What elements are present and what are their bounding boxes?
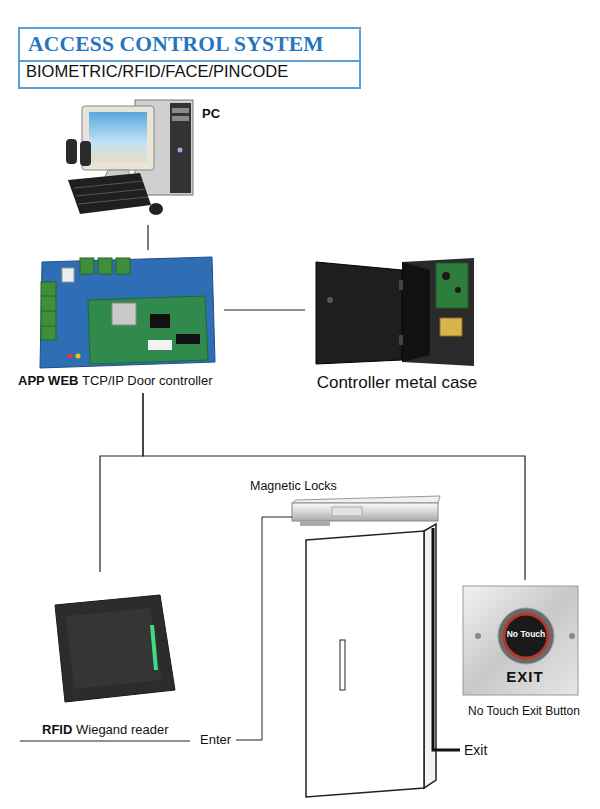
exit-plate bbox=[463, 586, 578, 695]
power-button bbox=[178, 148, 183, 153]
monitor-screen bbox=[89, 112, 147, 162]
exit-leader bbox=[433, 528, 460, 750]
door-controller-node: APP WEB TCP/IP Door controller bbox=[16, 250, 224, 393]
lock-top bbox=[292, 496, 440, 503]
sensor-ring bbox=[498, 608, 554, 664]
wire-connector bbox=[143, 393, 525, 580]
network-module bbox=[88, 296, 208, 364]
controller-pcb bbox=[40, 257, 215, 368]
mouse bbox=[149, 203, 163, 215]
chip bbox=[150, 314, 170, 328]
node-label: Wiegand reader bbox=[76, 723, 169, 738]
sensor-face bbox=[504, 614, 548, 658]
speaker bbox=[80, 141, 91, 166]
capacitor bbox=[442, 272, 450, 280]
rfid-reader bbox=[55, 595, 175, 702]
terminal-block bbox=[98, 258, 112, 274]
capacitor bbox=[455, 287, 461, 293]
barcode-sticker bbox=[148, 340, 172, 350]
terminal-block bbox=[41, 282, 56, 340]
case-wall bbox=[402, 262, 430, 362]
keyboard bbox=[68, 173, 151, 214]
node-label: Controller metal case bbox=[317, 373, 478, 393]
metal-case-node: Controller metal case bbox=[305, 255, 495, 392]
door-handle bbox=[340, 640, 345, 690]
node-label: RFID bbox=[42, 723, 72, 738]
reader-face bbox=[66, 608, 162, 689]
hinge bbox=[399, 335, 403, 345]
enter-label: Enter bbox=[200, 733, 231, 748]
wire-connector bbox=[224, 309, 305, 310]
door bbox=[306, 531, 424, 797]
node-label: TCP/IP Door controller bbox=[82, 374, 213, 389]
status-led bbox=[68, 354, 73, 359]
node-label: No Touch Exit Button bbox=[468, 705, 580, 719]
relay bbox=[62, 268, 74, 282]
screw bbox=[475, 633, 481, 639]
subtitle: BIOMETRIC/RFID/FACE/PINCODE bbox=[26, 62, 288, 81]
case-body bbox=[402, 258, 474, 366]
key-row bbox=[74, 181, 143, 188]
drive-bay bbox=[172, 116, 189, 121]
terminal-block bbox=[116, 258, 130, 274]
node-label: APP WEB bbox=[18, 374, 78, 389]
reader-led bbox=[150, 625, 158, 670]
magnetic-lock bbox=[292, 503, 438, 521]
lock-bracket bbox=[300, 521, 330, 526]
chip bbox=[176, 334, 200, 344]
label-underline bbox=[20, 741, 190, 742]
status-led bbox=[76, 354, 81, 359]
terminal-divider bbox=[41, 311, 56, 312]
exit-button-node: No TouchEXIT No Touch Exit Button bbox=[458, 580, 586, 720]
magnetic-lock-node: Magnetic Locks bbox=[245, 476, 445, 528]
key-row bbox=[76, 189, 146, 196]
monitor-bezel bbox=[82, 106, 154, 170]
wire-connector bbox=[147, 225, 148, 250]
pc-node: PC bbox=[55, 100, 225, 225]
terminal-divider bbox=[41, 296, 56, 297]
screw bbox=[569, 633, 575, 639]
case-door bbox=[316, 262, 402, 364]
lock-sticker bbox=[332, 507, 362, 516]
rfid-reader-node: RFID Wiegand reader bbox=[15, 572, 200, 744]
transformer bbox=[440, 318, 462, 336]
drive-bay bbox=[172, 108, 189, 113]
terminal-block bbox=[80, 258, 94, 274]
button-text: EXIT bbox=[506, 668, 543, 685]
rj45-jack bbox=[112, 303, 136, 325]
wire-connector bbox=[100, 393, 143, 572]
hinge bbox=[399, 280, 403, 290]
node-label: PC bbox=[202, 107, 220, 122]
diagram-title: ACCESS CONTROL SYSTEM bbox=[28, 32, 324, 57]
exit-label: Exit bbox=[464, 742, 487, 758]
key-row bbox=[78, 197, 148, 204]
title-separator bbox=[20, 60, 359, 62]
terminal-divider bbox=[41, 326, 56, 327]
enter-leader bbox=[236, 517, 292, 740]
node-label: Magnetic Locks bbox=[250, 479, 337, 493]
speaker bbox=[66, 139, 77, 164]
case-lock bbox=[327, 297, 333, 303]
power-board bbox=[436, 263, 468, 308]
button-text: No Touch bbox=[507, 630, 546, 640]
tower-front bbox=[170, 103, 191, 193]
